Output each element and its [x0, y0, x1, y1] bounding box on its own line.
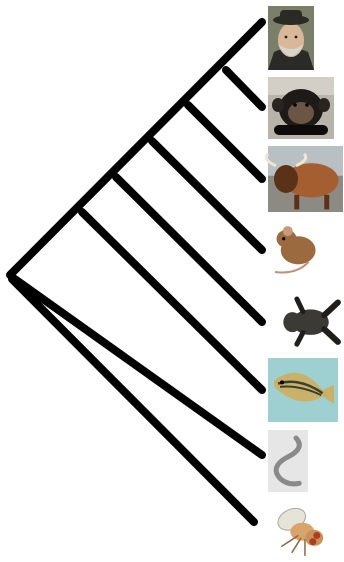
- branch-frog: [112, 173, 266, 326]
- tree-branches: [6, 18, 266, 526]
- mouse-icon: [268, 217, 326, 281]
- branch-nematode: [8, 273, 266, 459]
- human-portrait-icon: [268, 6, 314, 70]
- nematode-worm-icon: [268, 430, 308, 492]
- zebrafish-icon: [268, 358, 338, 422]
- branch-fruit-fly: [8, 275, 258, 526]
- branch-cow: [184, 101, 266, 183]
- chimpanzee-icon: [268, 77, 334, 139]
- branch-root-to-human: [6, 18, 266, 279]
- taxa-images: [264, 6, 344, 559]
- branch-chimpanzee: [222, 66, 266, 111]
- branch-zebrafish: [78, 208, 266, 394]
- highland-cow-icon: [264, 146, 343, 212]
- frog-icon: [268, 292, 344, 350]
- fruit-fly-icon: [268, 497, 334, 559]
- branch-mouse: [148, 137, 266, 254]
